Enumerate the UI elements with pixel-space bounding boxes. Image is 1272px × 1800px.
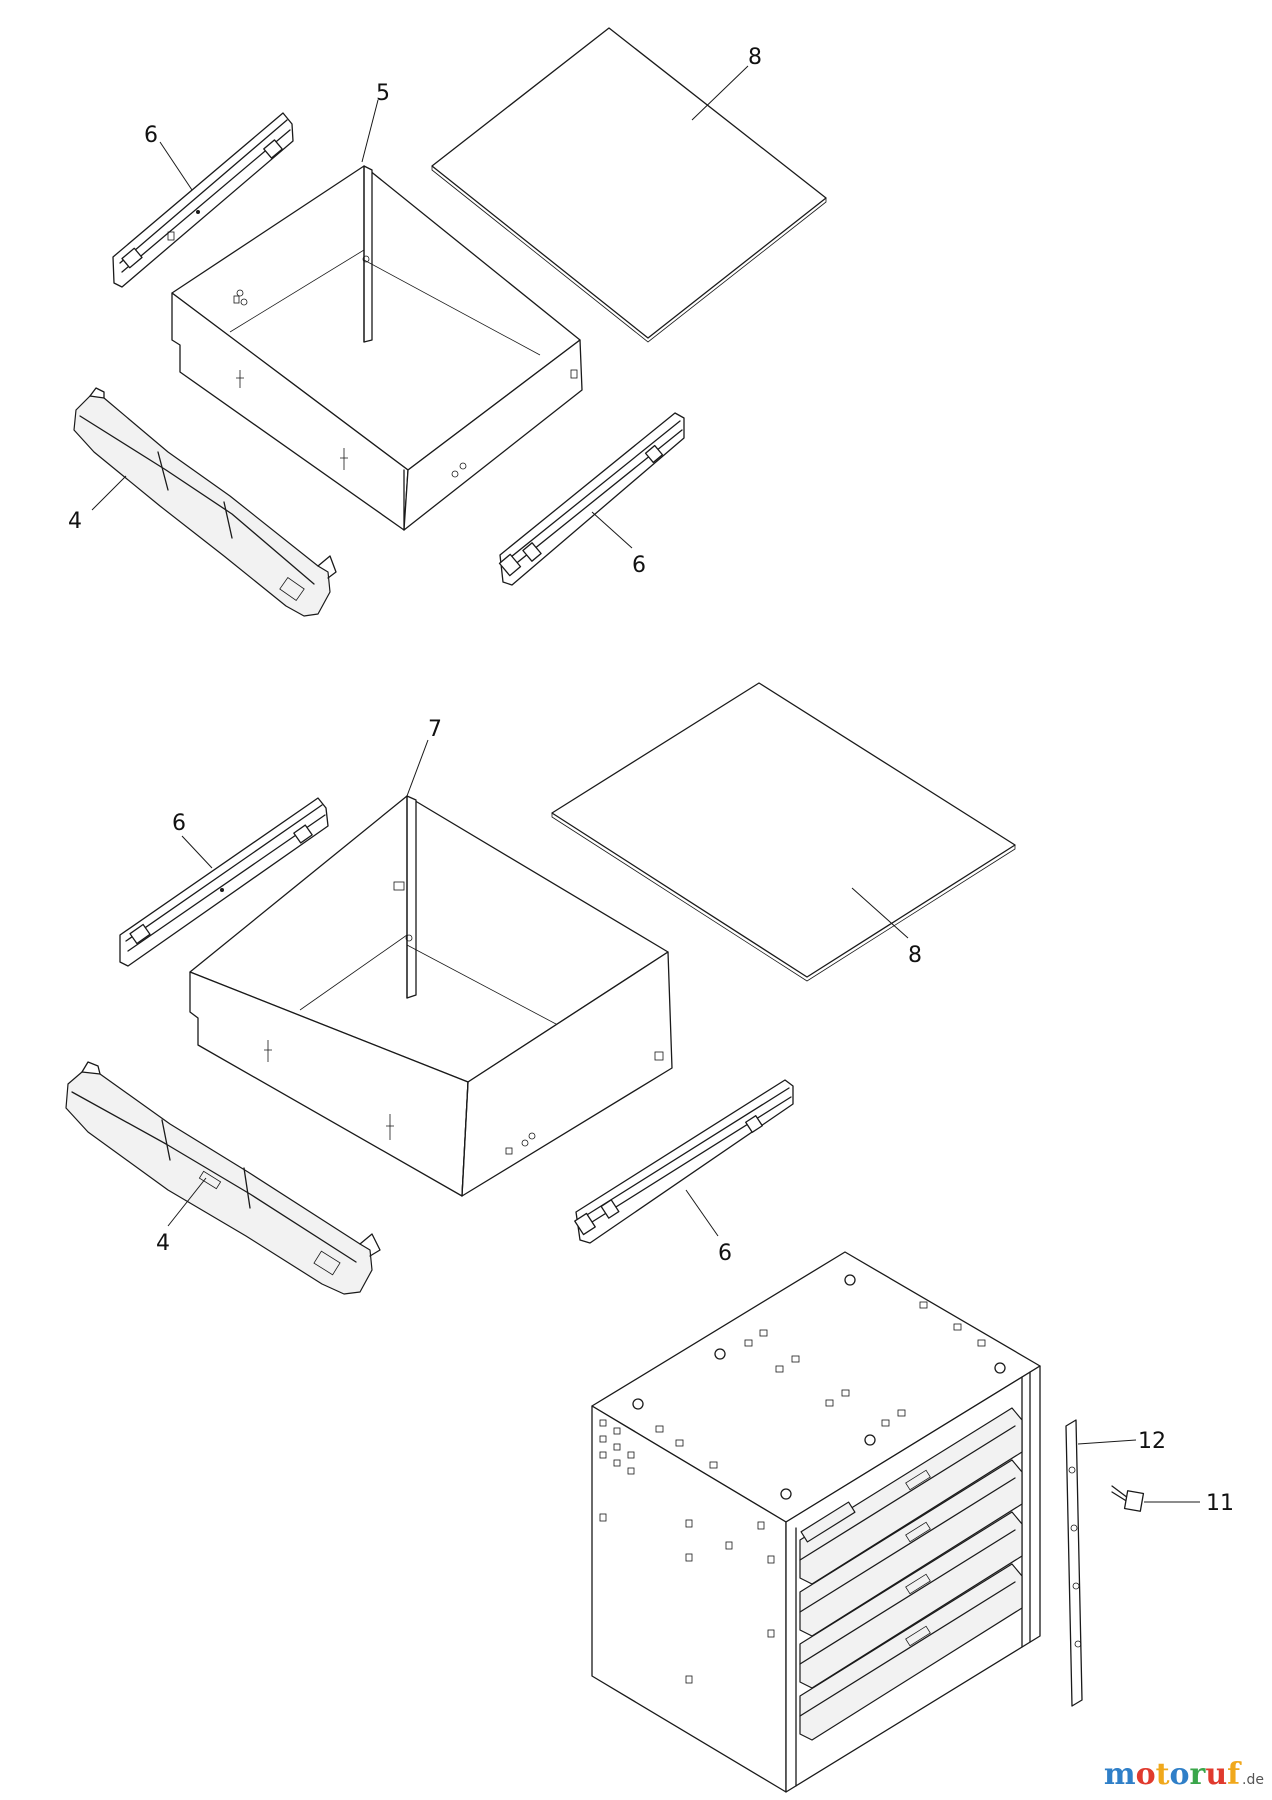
top-left-rail	[112, 112, 294, 288]
bottom-drawer	[189, 795, 673, 1197]
part-label-6: 6	[632, 553, 646, 578]
lock	[1111, 1485, 1145, 1512]
wm-letter: r	[1190, 1757, 1207, 1792]
part-label-11: 11	[1206, 1491, 1234, 1516]
wm-letter: o	[1170, 1757, 1190, 1792]
wm-letter: f	[1227, 1757, 1242, 1792]
wm-letter: o	[1136, 1757, 1156, 1792]
part-label-7: 7	[428, 717, 442, 742]
leader-lines	[91, 65, 1200, 1503]
lock-bar	[1065, 1419, 1083, 1707]
drawer-cabinet	[591, 1251, 1041, 1793]
top-handle	[73, 387, 337, 617]
part-label-6: 6	[172, 811, 186, 836]
wm-letter: u	[1205, 1757, 1227, 1792]
bottom-handle	[65, 1061, 381, 1295]
wm-letter: m	[1104, 1757, 1136, 1792]
part-label-8: 8	[748, 45, 762, 70]
svg-text:motoruf: motoruf	[1104, 1757, 1242, 1792]
cabinet-drawer-fronts	[799, 1407, 1023, 1741]
bottom-left-rail	[119, 797, 329, 967]
part-label-6: 6	[718, 1241, 732, 1266]
part-label-12: 12	[1138, 1429, 1166, 1454]
part-label-6: 6	[144, 123, 158, 148]
part-label-8: 8	[908, 943, 922, 968]
part-label-5: 5	[376, 81, 390, 106]
wm-letter: t	[1156, 1757, 1170, 1792]
part-label-4: 4	[68, 509, 82, 534]
bottom-right-rail	[574, 1079, 794, 1244]
part-label-4: 4	[156, 1231, 170, 1256]
wm-suffix: .de	[1242, 1772, 1264, 1788]
top-drawer	[171, 165, 583, 531]
top-right-rail	[498, 412, 685, 586]
watermark-logo: motoruf .de	[1104, 1757, 1264, 1792]
